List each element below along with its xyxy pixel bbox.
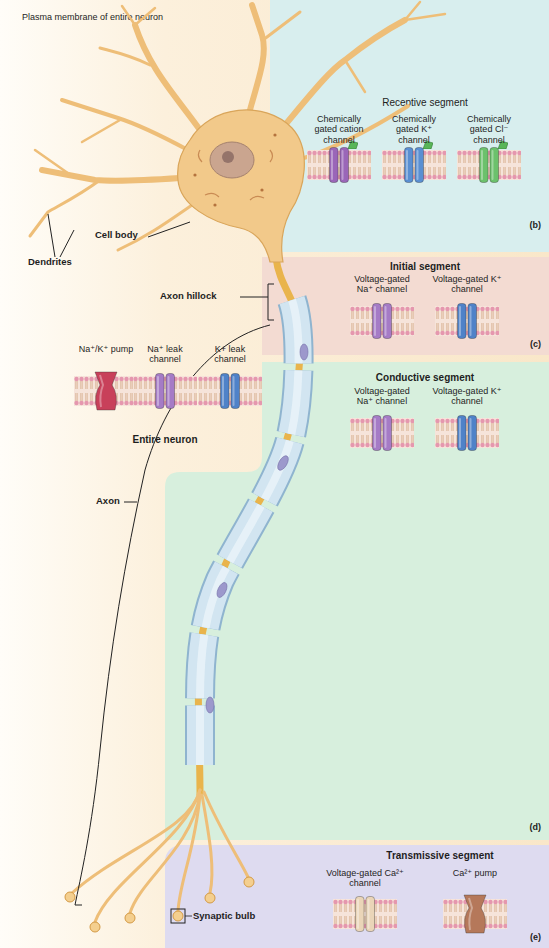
part-label: Cell body [95, 230, 155, 241]
nucleus [210, 142, 254, 178]
part-label: Synaptic bulb [193, 911, 283, 922]
segment-heading: Initial segment [325, 261, 525, 273]
panel-letter: (e) [505, 932, 541, 942]
transmissive-channels [333, 895, 507, 933]
part-label: K+ leak channel [202, 344, 258, 365]
part-label: Voltage-gated K⁺ channel [431, 386, 503, 407]
panel-letter: (b) [505, 220, 541, 230]
segment-heading: Conductive segment [325, 372, 525, 384]
axon-terminals [72, 790, 248, 922]
synaptic-bulbs [65, 877, 254, 932]
nucleolus [222, 151, 234, 163]
part-label: Entire neuron [115, 434, 215, 446]
part-label: Na⁺/K⁺ pump [76, 344, 136, 354]
part-label: Dendrites [28, 257, 88, 268]
callout-box [171, 909, 185, 923]
segment-heading: Transmissive segment [330, 850, 549, 862]
part-label: Voltage-gated Na⁺ channel [346, 386, 418, 407]
part-label: Chemically gated cation channel [306, 114, 372, 145]
segment-heading: Receptive segment [310, 97, 540, 109]
cell-body [178, 110, 305, 262]
part-label: Axon [96, 496, 136, 507]
conductive-channels [350, 416, 499, 451]
part-label: Voltage-gated Ca²⁺ channel [325, 868, 405, 889]
part-label: Voltage-gated K⁺ channel [431, 274, 503, 295]
segment-heading: Plasma membrane of entire neuron [22, 12, 262, 22]
organelles [193, 133, 276, 206]
part-label: Axon hillock [160, 291, 240, 302]
initial-channels [350, 304, 499, 339]
brackets [48, 214, 274, 905]
panel-letter: (d) [505, 822, 541, 832]
part-label: Chemically gated Cl⁻ channel [456, 114, 522, 145]
myelin-sheath [200, 300, 299, 765]
leader-line [185, 916, 192, 917]
part-label: Chemically gated K⁺ channel [381, 114, 447, 145]
part-label: Na⁺ leak channel [137, 344, 193, 365]
part-label: Voltage-gated Na⁺ channel [346, 274, 418, 295]
receptive-channels [307, 141, 521, 183]
part-label: Ca²⁺ pump [445, 868, 505, 878]
panel-letter: (c) [505, 339, 541, 349]
entire-neuron-channels [74, 372, 262, 410]
axon-core [198, 258, 300, 795]
